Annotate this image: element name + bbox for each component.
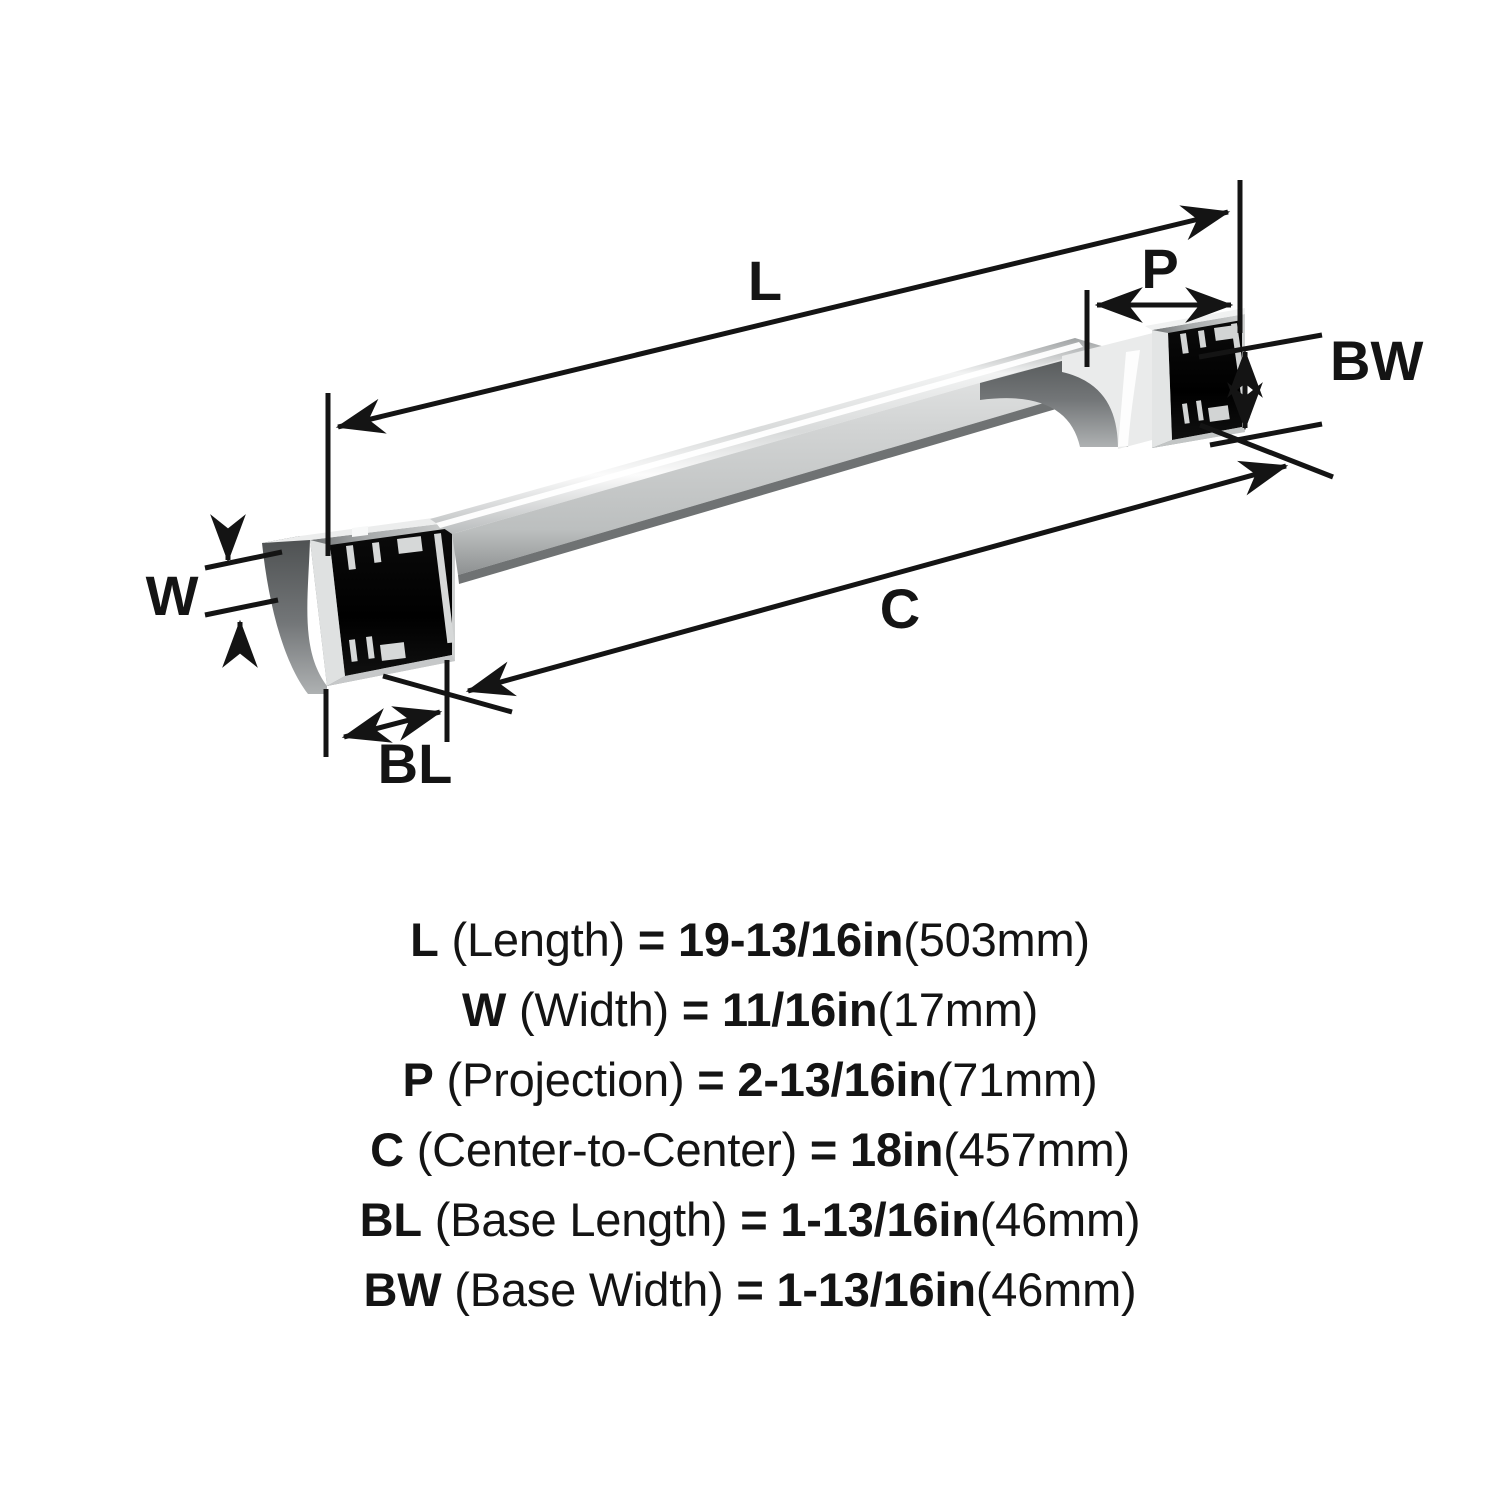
spec-equals-l: =: [637, 913, 678, 966]
dimension-label-c: C: [880, 577, 920, 640]
dimension-label-w: W: [146, 564, 199, 627]
dimension-label-group: L W P C BL BW: [146, 237, 1424, 795]
spec-value-bw: 1-13/16in: [776, 1263, 976, 1316]
spec-row-base-width: BW (Base Width) = 1-13/16in(46mm): [0, 1255, 1500, 1325]
spec-name-w: (Width): [506, 983, 682, 1036]
spec-code-w: W: [461, 983, 507, 1036]
spec-value-w: 11/16in: [721, 983, 878, 1036]
spec-row-length: L (Length) = 19-13/16in(503mm): [0, 905, 1500, 975]
spec-code-p: P: [402, 1053, 434, 1106]
spec-row-center-to-center: C (Center-to-Center) = 18in(457mm): [0, 1115, 1500, 1185]
spec-code-bw: BW: [363, 1263, 442, 1316]
spec-code-l: L: [410, 913, 439, 966]
spec-equals-bl: =: [740, 1193, 781, 1246]
left-base-bottom-lip: [327, 655, 455, 686]
specification-list: L (Length) = 19-13/16in(503mm) W (Width)…: [0, 905, 1500, 1325]
c-leader-line-right: [1199, 422, 1334, 480]
spec-metric-p: (71mm): [936, 1053, 1098, 1106]
spec-value-c: 18in: [850, 1123, 944, 1176]
spec-name-l: (Length): [438, 913, 638, 966]
left-base-cavity: [330, 528, 452, 676]
dimension-label-bw: BW: [1330, 329, 1423, 392]
spec-row-projection: P (Projection) = 2-13/16in(71mm): [0, 1045, 1500, 1115]
w-extension-line-bottom: [204, 597, 279, 618]
spec-equals-c: =: [809, 1123, 851, 1176]
spec-name-c: (Center-to-Center): [403, 1123, 810, 1176]
c-dimension-arrow: [465, 460, 1289, 697]
spec-name-bl: (Base Length): [421, 1193, 741, 1246]
dimensioned-drawing-svg: L W P C BL BW: [145, 180, 1424, 795]
bl-dimension-arrow: [341, 706, 443, 743]
spec-row-base-length: BL (Base Length) = 1-13/16in(46mm): [0, 1185, 1500, 1255]
left-base-edge-highlight: [310, 540, 345, 686]
dimension-label-l: L: [748, 249, 782, 312]
dimension-label-bl: BL: [378, 732, 453, 795]
left-base-notch: [352, 526, 368, 537]
spec-metric-w: (17mm): [877, 983, 1039, 1036]
bw-extension-line-bottom: [1209, 421, 1323, 448]
spec-metric-bl: (46mm): [979, 1193, 1141, 1246]
left-mounting-base: [262, 515, 455, 694]
spec-equals-bw: =: [736, 1263, 777, 1316]
l-dimension-arrow: [335, 205, 1231, 434]
right-mounting-base: [1145, 308, 1251, 448]
spec-value-p: 2-13/16in: [737, 1053, 937, 1106]
spec-row-width: W (Width) = 11/16in(17mm): [0, 975, 1500, 1045]
dimension-annotations: [204, 180, 1334, 757]
spec-name-bw: (Base Width): [441, 1263, 737, 1316]
spec-value-l: 19-13/16in: [677, 913, 904, 966]
spec-code-bl: BL: [359, 1193, 422, 1246]
left-base-flare: [262, 536, 327, 694]
spec-value-bl: 1-13/16in: [780, 1193, 980, 1246]
spec-equals-w: =: [681, 983, 722, 1036]
spec-name-p: (Projection): [433, 1053, 698, 1106]
product-diagram: L W P C BL BW: [145, 180, 1424, 795]
spec-metric-l: (503mm): [903, 913, 1090, 966]
spec-equals-p: =: [697, 1053, 738, 1106]
left-base-ribs: [346, 533, 455, 662]
bw-extension-line-top: [1198, 332, 1323, 360]
spec-metric-c: (457mm): [943, 1123, 1130, 1176]
spec-metric-bw: (46mm): [975, 1263, 1137, 1316]
dimension-label-p: P: [1141, 237, 1178, 300]
spec-code-c: C: [370, 1123, 404, 1176]
